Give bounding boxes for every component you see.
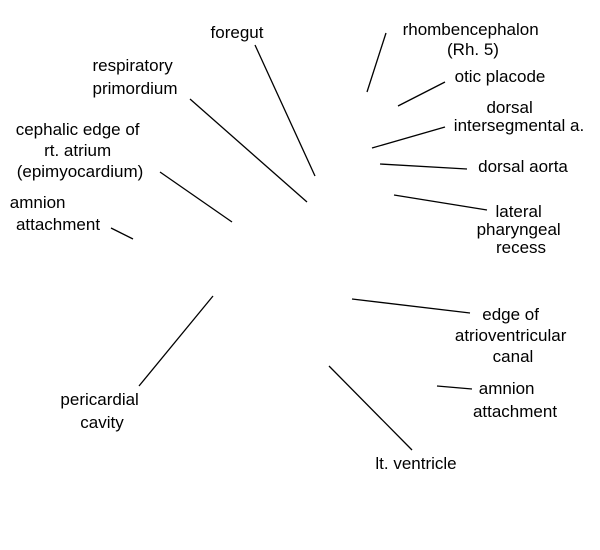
label-dorsal-intersegmental: dorsal intersegmental a. <box>454 98 584 135</box>
label-dorsal-aorta: dorsal aorta <box>478 157 568 176</box>
leader-pericardial-cavity <box>138 295 214 387</box>
leader-dorsal-aorta <box>379 163 468 170</box>
leader-lateral-pharyngeal-recess <box>393 194 488 211</box>
leader-amnion-attachment-left <box>110 227 134 240</box>
label-rhombencephalon: rhombencephalon (Rh. 5) <box>403 20 544 59</box>
leader-lt-ventricle <box>328 365 413 451</box>
leader-foregut <box>254 44 316 177</box>
leader-amnion-attachment-right <box>436 385 473 390</box>
leader-dorsal-intersegmental <box>371 126 446 149</box>
leader-rhombencephalon <box>366 32 387 93</box>
label-lateral-pharyngeal-recess: lateral pharyngeal recess <box>477 202 566 257</box>
leader-edge-av-canal <box>351 298 471 314</box>
label-pericardial-cavity: pericardial cavity <box>60 390 143 432</box>
label-respiratory-primordium: respiratory primordium <box>92 56 177 98</box>
label-amnion-attachment-left: amnion attachment <box>10 193 101 234</box>
label-edge-av-canal: edge of atrioventricular canal <box>455 305 571 366</box>
label-amnion-attachment-right: amnion attachment <box>473 379 557 421</box>
leader-otic-placode <box>397 81 446 107</box>
leader-lines <box>110 32 488 451</box>
label-lt-ventricle: lt. ventricle <box>375 454 456 473</box>
label-foregut: foregut <box>211 23 264 42</box>
leader-cephalic-edge <box>159 171 233 223</box>
label-cephalic-edge: cephalic edge of rt. atrium (epimyocardi… <box>16 120 145 181</box>
label-otic-placode: otic placode <box>455 67 546 86</box>
leader-respiratory-primordium <box>189 98 308 203</box>
